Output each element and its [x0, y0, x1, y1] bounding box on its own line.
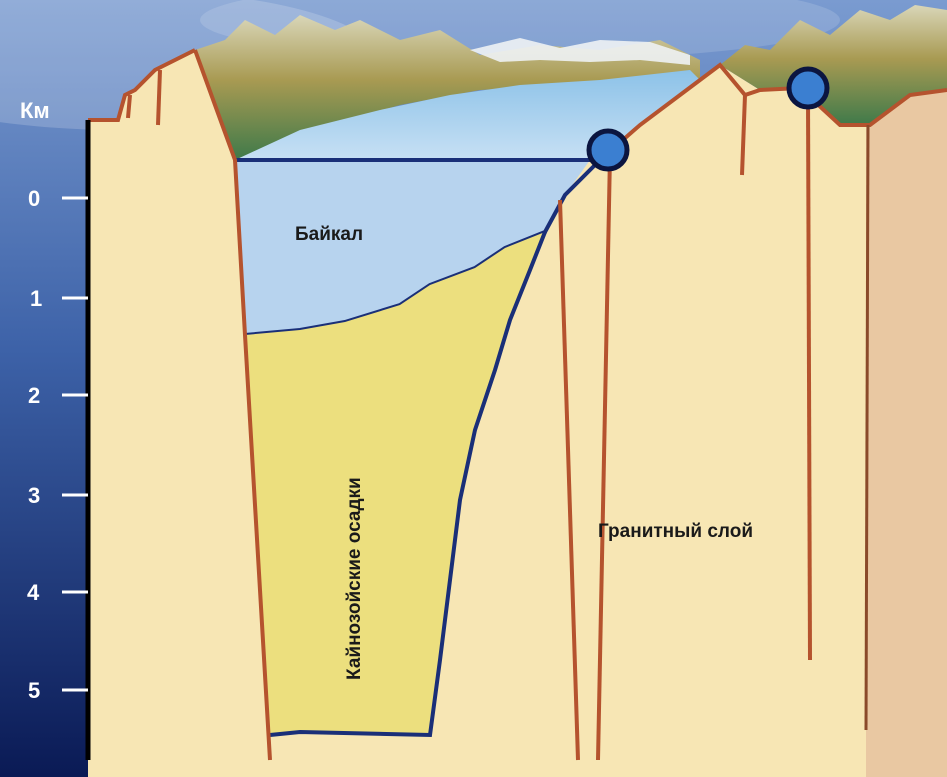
axis-tick-label: 5 [28, 678, 40, 703]
axis-tick-label: 1 [30, 286, 42, 311]
axis-tick-label: 2 [28, 383, 40, 408]
right-block-shade [866, 90, 947, 777]
axis-tick-label: 3 [28, 483, 40, 508]
lake-label: Байкал [295, 224, 363, 245]
sediments-label: Кайнозойские осадки [344, 477, 365, 680]
hot-spring-marker [789, 69, 827, 107]
axis-tick-label: 0 [28, 186, 40, 211]
fault-line-small [128, 95, 130, 118]
granite-layer-label: Гранитный слой [598, 521, 753, 542]
fault-line [866, 125, 868, 730]
hot-spring-marker [589, 131, 627, 169]
axis-unit-label: Км [20, 98, 50, 123]
fault-line [808, 95, 810, 660]
fault-line-small [158, 70, 160, 125]
axis-tick-label: 4 [27, 580, 40, 605]
